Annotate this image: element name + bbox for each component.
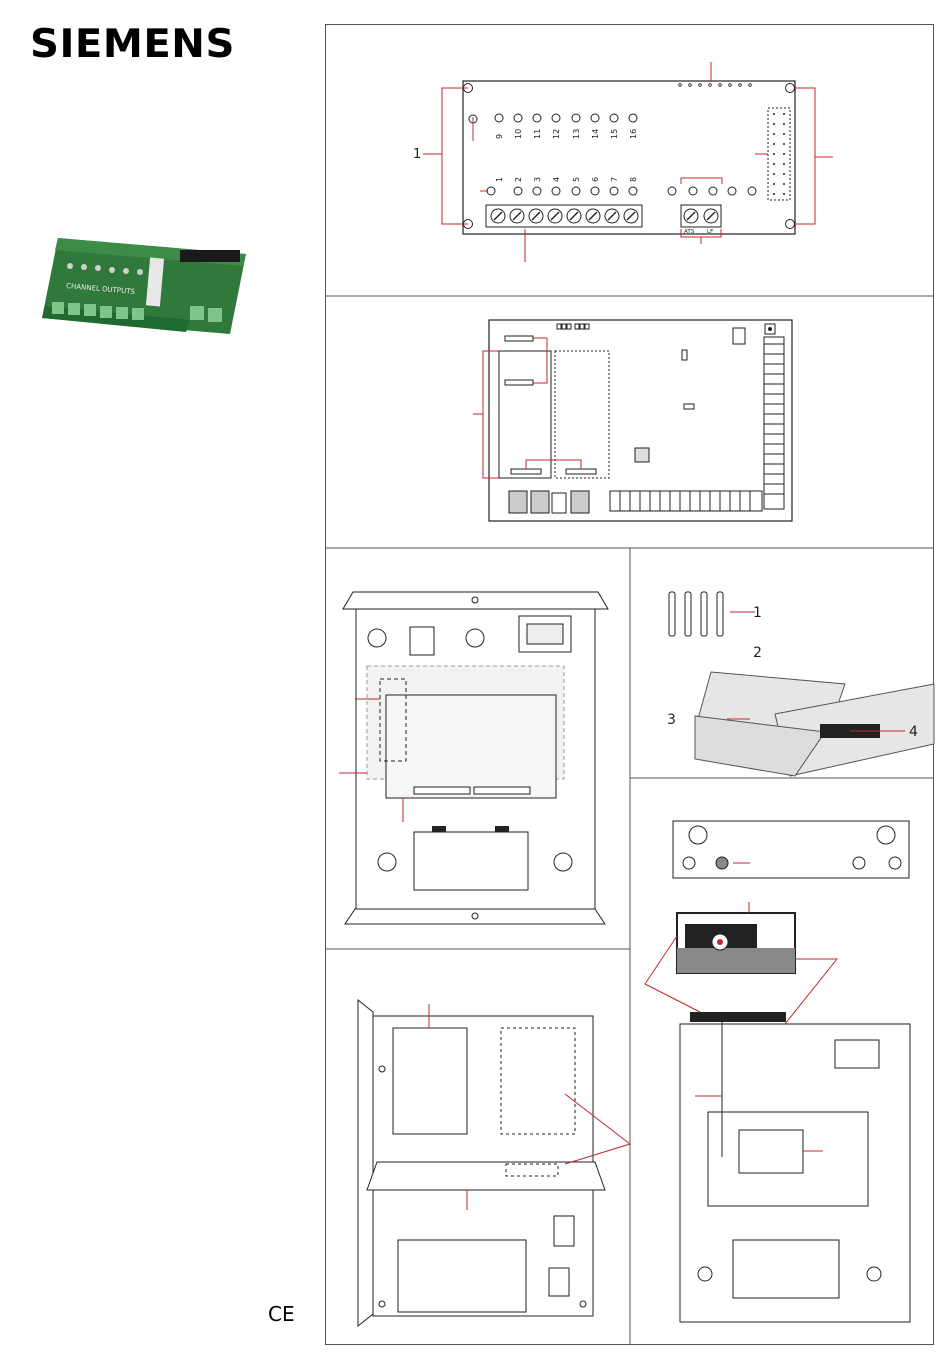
channel-label-16: 16 xyxy=(629,129,638,139)
channel-label-10: 10 xyxy=(514,129,523,139)
channel-label-12: 12 xyxy=(552,129,561,139)
panel-6-tamper xyxy=(645,821,910,1322)
channel-label-7: 7 xyxy=(610,177,619,182)
terminal-label-ats: ATS xyxy=(684,229,695,235)
channel-label-2: 2 xyxy=(514,177,523,182)
panel-5-open-enclosure xyxy=(358,1000,630,1326)
channel-label-6: 6 xyxy=(591,177,600,182)
channel-label-15: 15 xyxy=(610,129,619,139)
channel-label-14: 14 xyxy=(591,129,600,139)
panel-3-enclosure xyxy=(339,592,608,924)
panel-1-board: 9 10 11 12 13 14 15 16 1 2 3 4 5 6 7 8 xyxy=(413,62,833,262)
channel-label-9: 9 xyxy=(495,134,504,139)
channel-label-13: 13 xyxy=(572,129,581,139)
callout-3-hole: 3 xyxy=(667,712,676,728)
channel-label-5: 5 xyxy=(572,177,581,182)
channel-label-3: 3 xyxy=(533,177,542,182)
channel-label-4: 4 xyxy=(552,177,561,182)
panel-2-mainboard xyxy=(473,320,792,521)
siemens-logo: SIEMENS xyxy=(30,22,235,67)
callout-1-spacers: 1 xyxy=(753,605,762,621)
product-photo: CHANNEL OUTPUTS xyxy=(40,236,250,336)
channel-label-11: 11 xyxy=(533,129,542,139)
callout-2-board: 2 xyxy=(753,645,762,661)
channel-label-1: 1 xyxy=(495,177,504,182)
ce-mark: CE xyxy=(268,1302,295,1326)
channel-label-8: 8 xyxy=(629,177,638,182)
panel-4-spacers: 1 2 3 4 xyxy=(667,592,934,776)
callout-4-connector: 4 xyxy=(909,724,918,740)
callout-1-board: 1 xyxy=(413,147,421,162)
terminal-label-lf: LF xyxy=(707,229,713,235)
figure-grid: 9 10 11 12 13 14 15 16 1 2 3 4 5 6 7 8 xyxy=(325,24,935,1346)
